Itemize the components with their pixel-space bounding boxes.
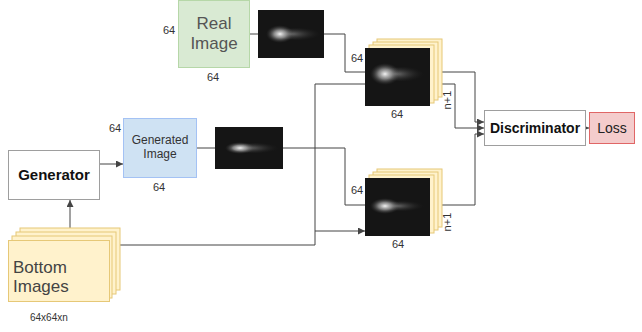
flow-arrow <box>100 164 123 165</box>
node-label: Generator <box>18 166 90 183</box>
node-label: Generated Image <box>128 134 192 162</box>
dimension-label: 64 <box>153 181 165 193</box>
input-stack-box: Bottom Images <box>8 240 110 302</box>
dimension-label: 64 <box>351 52 363 64</box>
image-stack <box>365 39 442 106</box>
image-thumbnail <box>258 10 326 58</box>
input-box: Real Image <box>178 0 250 68</box>
output-box: Generated Image <box>123 118 197 178</box>
flow-arrow <box>110 84 484 245</box>
dimension-label: 64 <box>163 24 175 36</box>
process-box: Discriminator <box>484 110 586 146</box>
stack-depth-label: n+1 <box>441 213 453 232</box>
image-stack <box>365 169 442 236</box>
dimension-label: 64 <box>351 184 363 196</box>
loss-box: Loss <box>589 112 635 144</box>
dimension-label: 64 <box>207 71 219 83</box>
dimension-label: 64 <box>391 108 403 120</box>
process-box: Generator <box>8 150 100 200</box>
dimension-label: 64x64xn <box>30 312 68 323</box>
dimension-label: 64 <box>109 122 121 134</box>
node-label: Loss <box>597 120 627 136</box>
branch-line <box>315 231 365 232</box>
dimension-label: 64 <box>392 238 404 250</box>
node-label: Discriminator <box>490 120 580 136</box>
image-thumbnail <box>215 127 284 169</box>
node-label: Real Image <box>183 14 245 53</box>
stack-depth-label: n+1 <box>441 91 453 110</box>
node-label: Bottom Images <box>13 258 105 297</box>
